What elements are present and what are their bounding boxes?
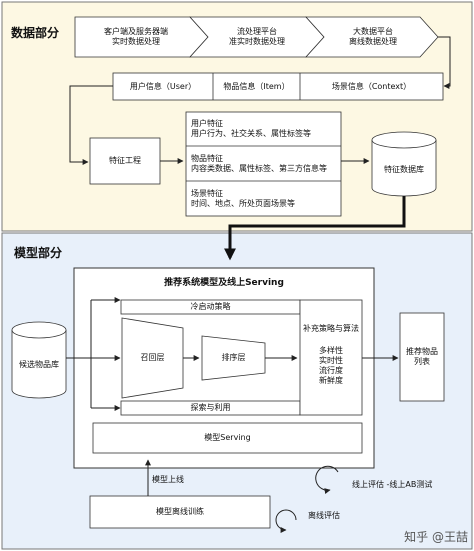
explore-label: 探索与利用 — [190, 403, 231, 412]
serving-box — [92, 422, 363, 454]
supplement-items: 多样性 实时性 流行度 新鲜度 — [319, 346, 343, 385]
feature-engineering-box — [89, 137, 161, 185]
item-features-label: 物品特征 内容类数据、属性标签、第三方信息等 — [191, 153, 327, 173]
pipeline-label-3: 大数据平台 离线数据处理 — [349, 27, 397, 46]
watermark: 知乎 @王喆 — [404, 530, 468, 544]
db-to-model-arrow — [224, 196, 406, 261]
info-bar — [112, 72, 444, 101]
feature-engineering-label: 特征工程 — [109, 156, 141, 165]
model-box-title: 推荐系统模型及线上Serving — [164, 278, 284, 288]
rec-list-box — [399, 312, 445, 402]
pipeline-label-1: 客户端及服务器端 实时数据处理 — [104, 27, 168, 46]
feature-db-label: 特征数据库 — [384, 165, 424, 174]
features-box — [185, 111, 342, 217]
candidates-cylinder — [11, 321, 67, 399]
rank-label: 排序层 — [221, 353, 246, 362]
data-section-title: 数据部分 — [11, 26, 60, 40]
info-item: 物品信息（Item） — [223, 81, 290, 91]
offline-eval-loop — [275, 509, 297, 533]
supplement-box — [299, 299, 363, 416]
context-features-label: 场景特征 时间、地点、所处页面场景等 — [191, 188, 295, 208]
info-to-fe-arrow — [69, 85, 113, 165]
online-eval-loop — [315, 465, 339, 494]
candidates-label: 候选物品库 — [19, 360, 59, 369]
pipeline-to-info-arrow — [438, 36, 451, 89]
cold-start-label: 冷启动策略 — [190, 302, 231, 311]
online-eval-label: 线上评估 -线上AB测试 — [352, 480, 433, 489]
supplement-title: 补充策略与算法 — [303, 324, 359, 333]
feature-db-cylinder — [371, 131, 437, 197]
rank-trapezoid — [201, 335, 266, 381]
pipeline-stage-3 — [305, 16, 439, 58]
offline-eval-label: 离线评估 — [308, 511, 340, 520]
offline-train-box — [89, 495, 271, 529]
offline-train-label: 模型离线训练 — [156, 507, 204, 516]
serving-label: 模型Serving — [204, 433, 251, 442]
user-features-label: 用户特征 用户行为、社交关系、属性标签等 — [191, 119, 311, 138]
recall-label: 召回层 — [140, 353, 165, 362]
recall-trapezoid — [121, 317, 184, 399]
info-context: 场景信息（Context） — [331, 81, 412, 91]
pipeline-label-2: 流处理平台 准实时数据处理 — [229, 27, 285, 46]
deploy-label: 模型上线 — [152, 475, 184, 484]
model-section-title: 模型部分 — [14, 246, 63, 260]
info-user: 用户信息（User） — [129, 81, 197, 91]
rec-list-label: 推荐物品 列表 — [406, 347, 438, 366]
